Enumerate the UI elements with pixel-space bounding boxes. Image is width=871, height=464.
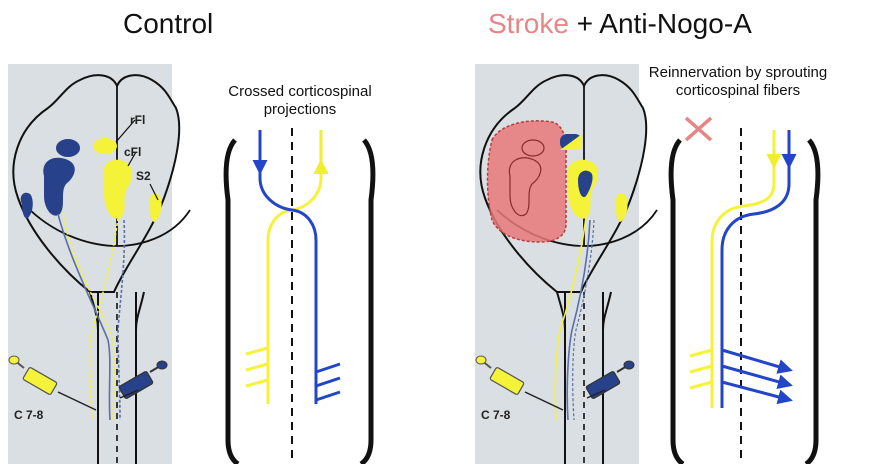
spinal-level-label: C 7-8 bbox=[14, 408, 44, 422]
cord-right-wall bbox=[806, 140, 818, 464]
cfl-label: cFl bbox=[124, 145, 141, 159]
lesion-cross-icon bbox=[686, 118, 711, 140]
cord-right-wall bbox=[361, 140, 373, 464]
rfl-label: rFl bbox=[130, 113, 145, 127]
blue-sprout-arrow-3 bbox=[722, 382, 790, 400]
blue-sprout-arrow-2 bbox=[722, 366, 790, 385]
left-rostral-forelimb-area bbox=[56, 139, 80, 157]
spinal-level-label: C 7-8 bbox=[481, 408, 511, 422]
stroke-cord-schematic bbox=[671, 118, 818, 464]
control-brain-panel: rFl cFl S2 C 7-8 bbox=[8, 64, 190, 464]
control-cord-schematic bbox=[226, 128, 373, 464]
stroke-brain-panel: C 7-8 bbox=[475, 64, 657, 464]
yellow-terminal-branches bbox=[690, 350, 712, 388]
s2-label: S2 bbox=[136, 169, 151, 183]
right-rostral-forelimb-area bbox=[93, 138, 117, 154]
stroke-lesion bbox=[488, 121, 567, 242]
cord-left-wall bbox=[226, 140, 238, 464]
yellow-crossed-fiber bbox=[268, 130, 321, 404]
yellow-terminal-branches bbox=[246, 348, 268, 386]
blue-sprout-arrow-1 bbox=[722, 350, 790, 370]
cord-left-wall bbox=[671, 140, 683, 464]
blue-terminal-branches bbox=[316, 364, 340, 400]
